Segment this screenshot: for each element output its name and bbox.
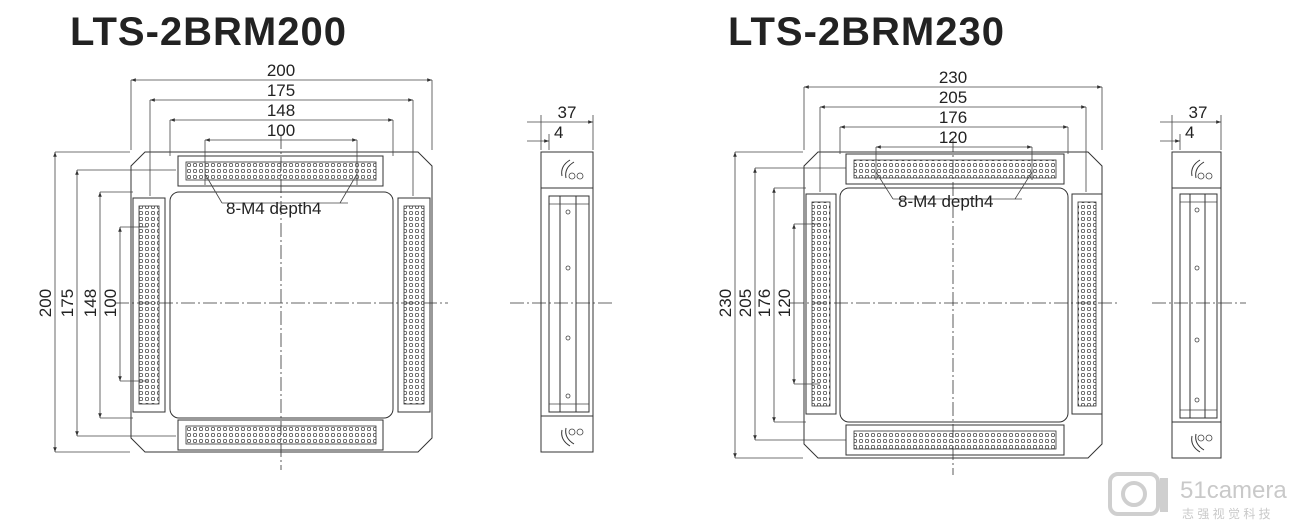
rail-top-right — [845, 153, 1065, 185]
dim-left-1-right: 230 — [716, 289, 735, 317]
hole-array-right-right — [1077, 201, 1097, 407]
inner-window-right — [839, 187, 1069, 423]
side-view-left — [510, 151, 612, 453]
dim-left-4-left: 100 — [101, 289, 120, 317]
dim-left-1-left: 200 — [36, 289, 55, 317]
title-right: LTS-2BRM230 — [728, 10, 1005, 54]
hole-array-bottom-right — [853, 430, 1057, 450]
inner-window-left — [169, 191, 394, 419]
dim-top-2-right: 205 — [939, 88, 967, 107]
rail-right-right — [1071, 193, 1103, 415]
dim-left-2-right: 205 — [736, 289, 755, 317]
dim-top-3-left: 148 — [267, 101, 295, 120]
watermark-brand: 51camera — [1180, 477, 1287, 504]
rail-top-left — [177, 155, 384, 187]
dim-left-4-right: 120 — [775, 289, 794, 317]
drawing-lts-2brm200: LTS-2BRM200 200 175 148 100 — [36, 10, 612, 470]
dim-left-2-left: 175 — [58, 289, 77, 317]
dim-top-1-left: 200 — [267, 61, 295, 80]
dim-left-3-left: 148 — [81, 289, 100, 317]
note-left: 8-M4 depth4 — [226, 199, 321, 218]
side-dim-1-left: 37 — [558, 103, 577, 122]
hole-array-right-left — [403, 205, 425, 405]
dim-top-4-right: 120 — [939, 128, 967, 147]
plate-outline-left — [130, 151, 433, 453]
dim-top-2-left: 175 — [267, 81, 295, 100]
dim-left-3-right: 176 — [755, 289, 774, 317]
plate-outline-right — [803, 151, 1103, 459]
note-right: 8-M4 depth4 — [898, 192, 993, 211]
dim-top-4-left: 100 — [267, 121, 295, 140]
dim-top-1-right: 230 — [939, 68, 967, 87]
side-dim-2-right: 4 — [1185, 123, 1194, 142]
watermark: 51camera 志 强 视 觉 科 技 — [1108, 472, 1287, 521]
drawing-lts-2brm230: LTS-2BRM230 230 205 176 120 8-M4 depth4 … — [716, 10, 1246, 475]
side-view-right — [1152, 151, 1246, 459]
rail-bottom-left — [177, 419, 384, 451]
camera-logo-icon — [1108, 472, 1168, 516]
rail-left-left — [132, 197, 166, 413]
hole-array-left-right — [811, 201, 831, 407]
rail-left-right — [805, 193, 837, 415]
dim-top-3-right: 176 — [939, 108, 967, 127]
side-dim-1-right: 37 — [1189, 103, 1208, 122]
rail-right-left — [397, 197, 431, 413]
hole-array-top-right — [853, 159, 1057, 179]
hole-array-left-left — [138, 205, 160, 405]
side-dim-2-left: 4 — [554, 123, 563, 142]
watermark-subtitle: 志 强 视 觉 科 技 — [1182, 506, 1271, 521]
title-left: LTS-2BRM200 — [70, 10, 347, 54]
